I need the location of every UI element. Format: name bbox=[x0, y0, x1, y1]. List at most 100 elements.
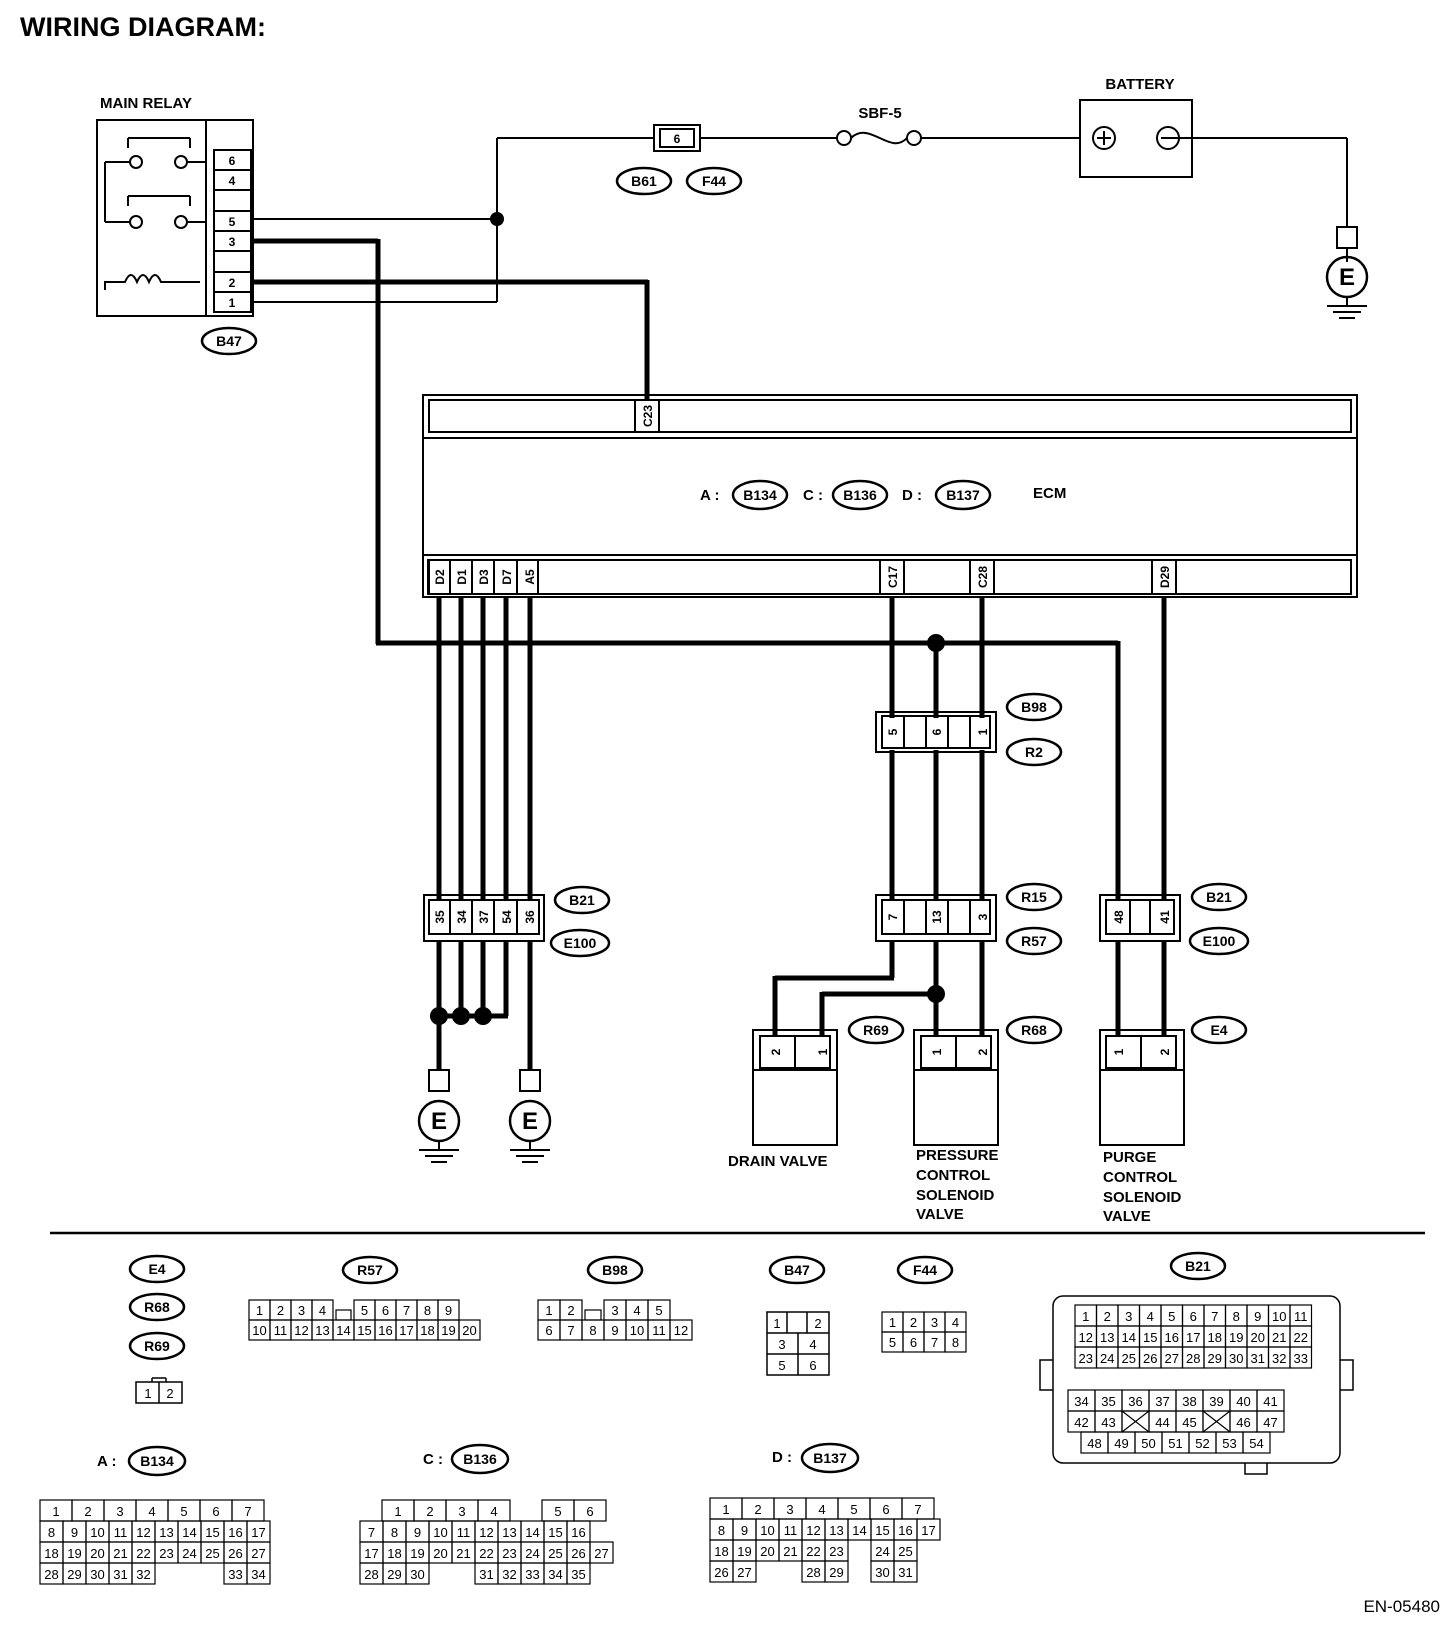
joint-connector-r15 bbox=[875, 894, 997, 942]
legend-pin: 1 bbox=[144, 1386, 151, 1401]
legend-code: R69 bbox=[144, 1338, 170, 1354]
pin-number: 21 bbox=[1272, 1330, 1286, 1345]
pin-number: 23 bbox=[502, 1546, 516, 1561]
battery-label: BATTERY bbox=[1105, 76, 1174, 93]
pin-number: 8 bbox=[589, 1323, 596, 1338]
connector-code-r68: R68 bbox=[1021, 1022, 1047, 1038]
pin-number: 21 bbox=[113, 1546, 127, 1561]
legend-pin: 1 bbox=[773, 1316, 780, 1331]
joint-pin-label: 35 bbox=[433, 910, 447, 924]
fuse-connector bbox=[653, 124, 701, 152]
pin-number: 25 bbox=[548, 1546, 562, 1561]
connector-oval bbox=[1005, 1015, 1063, 1045]
joint-pin-label: 7 bbox=[886, 913, 900, 920]
ecm-pin-label: D1 bbox=[455, 569, 469, 585]
pin-number: 18 bbox=[44, 1546, 58, 1561]
purge-valve-label: PURGE CONTROL SOLENOID VALVE bbox=[1103, 1149, 1182, 1225]
pin-cell bbox=[669, 1319, 693, 1341]
pin-number: 7 bbox=[1211, 1309, 1218, 1324]
pin-number: 53 bbox=[1222, 1436, 1236, 1451]
pin-number: 16 bbox=[228, 1525, 242, 1540]
page-title: WIRING DIAGRAM: bbox=[20, 12, 266, 42]
pin-number: 42 bbox=[1074, 1415, 1088, 1430]
pin-number: 22 bbox=[806, 1544, 820, 1559]
pin-number: 11 bbox=[652, 1323, 666, 1338]
pin-number: 6 bbox=[910, 1335, 917, 1350]
pin-number: 4 bbox=[148, 1504, 155, 1519]
pin-number: 46 bbox=[1236, 1415, 1250, 1430]
pin-number: 4 bbox=[1147, 1309, 1154, 1324]
pin-number: 30 bbox=[875, 1565, 889, 1580]
legend-pin: 2 bbox=[166, 1386, 173, 1401]
pin-number: 17 bbox=[364, 1546, 378, 1561]
pin-number: 25 bbox=[898, 1544, 912, 1559]
pin-number: 3 bbox=[786, 1502, 793, 1517]
connector-code-b47: B47 bbox=[216, 333, 242, 349]
ground-symbol-label: E bbox=[522, 1108, 538, 1135]
connector-oval bbox=[1188, 926, 1250, 956]
pin-number: 34 bbox=[251, 1567, 265, 1582]
legend-code: E4 bbox=[148, 1261, 165, 1277]
connector-code-r57: R57 bbox=[1021, 933, 1047, 949]
pin-number: 10 bbox=[1272, 1309, 1286, 1324]
splice-dot bbox=[927, 985, 945, 1003]
joint-pin-label: 13 bbox=[930, 910, 944, 924]
pin-number: 54 bbox=[1249, 1436, 1263, 1451]
pin-number: 26 bbox=[714, 1565, 728, 1580]
pin-number: 13 bbox=[1100, 1330, 1114, 1345]
legend-prefix: A : bbox=[97, 1453, 116, 1470]
pin-number: 34 bbox=[1074, 1394, 1088, 1409]
pin-number: 1 bbox=[1082, 1309, 1089, 1324]
pin-number: 3 bbox=[931, 1315, 938, 1330]
valve-pin-label: 1 bbox=[1112, 1048, 1126, 1055]
purge-valve-label-line: VALVE bbox=[1103, 1208, 1151, 1225]
connector-code-e100: E100 bbox=[564, 935, 597, 951]
connector-oval bbox=[1169, 1251, 1227, 1281]
pin-number: 5 bbox=[180, 1504, 187, 1519]
ecm-pin-label: D29 bbox=[1158, 566, 1172, 588]
ecm-pin-label: A5 bbox=[523, 569, 537, 585]
pin-number: 4 bbox=[818, 1502, 825, 1517]
pin-number: 33 bbox=[525, 1567, 539, 1582]
ecm-bottom-pin-labels: D2 D1 D3 D7 A5 C17 C28 D29 bbox=[433, 566, 1172, 588]
connector-oval bbox=[128, 1331, 186, 1361]
joint-pin-label: 54 bbox=[500, 910, 514, 924]
joint-pin-label: 34 bbox=[455, 910, 469, 924]
ecm-pin-label: D3 bbox=[477, 569, 491, 585]
pin-number: 17 bbox=[921, 1523, 935, 1538]
pressure-valve-label-line: SOLENOID bbox=[916, 1187, 995, 1204]
pin-number: 27 bbox=[251, 1546, 265, 1561]
pin-number: 38 bbox=[1182, 1394, 1196, 1409]
ecm-pin-label: C17 bbox=[886, 566, 900, 588]
pin-number: 19 bbox=[737, 1544, 751, 1559]
pin-number: 28 bbox=[1186, 1351, 1200, 1366]
pin-number: 3 bbox=[611, 1303, 618, 1318]
pin-number: 6 bbox=[382, 1303, 389, 1318]
pin-number: 33 bbox=[1294, 1351, 1308, 1366]
pin-number: 9 bbox=[414, 1525, 421, 1540]
joint-connector-b98 bbox=[875, 711, 997, 753]
pin-number: 26 bbox=[1143, 1351, 1157, 1366]
connector-oval bbox=[615, 166, 673, 196]
connector-code-f44: F44 bbox=[702, 173, 726, 189]
pin-number: 16 bbox=[378, 1323, 392, 1338]
splice-dot bbox=[452, 1007, 470, 1025]
joint-connector-b21-right bbox=[1099, 894, 1181, 942]
pin-number: 7 bbox=[931, 1335, 938, 1350]
pin-number: 34 bbox=[548, 1567, 562, 1582]
ecm-connector-code: B136 bbox=[843, 487, 877, 503]
joint-connector-b21-left bbox=[423, 894, 545, 942]
pin-number: 30 bbox=[90, 1567, 104, 1582]
pin-number: 31 bbox=[898, 1565, 912, 1580]
legend-code: B98 bbox=[602, 1262, 628, 1278]
pin-number: 32 bbox=[502, 1567, 516, 1582]
joint-pin-label: 41 bbox=[1158, 910, 1172, 924]
pin-number: 10 bbox=[252, 1323, 266, 1338]
relay-pin-label: 6 bbox=[229, 154, 236, 168]
pin-number: 12 bbox=[1079, 1330, 1093, 1345]
pin-number: 32 bbox=[136, 1567, 150, 1582]
